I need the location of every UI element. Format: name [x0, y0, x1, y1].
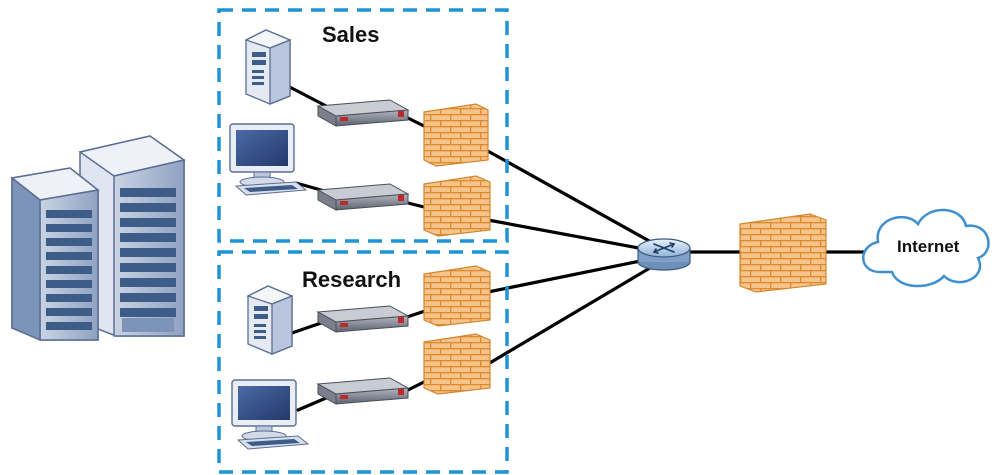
research-firewall-icon-2: [423, 333, 491, 395]
link-firewall1-router: [484, 148, 662, 249]
sales-zone-label: Sales: [322, 22, 380, 47]
research-desktop-workstation-icon: [231, 379, 310, 450]
sales-desktop-workstation-icon: [229, 123, 308, 196]
sales-security-gateway-icon-1: [316, 99, 410, 127]
research-firewall-icon-1: [423, 265, 491, 327]
sales-security-gateway-icon-2: [316, 183, 410, 211]
link-research-ws-gateway: [296, 396, 328, 412]
research-zone-border: [217, 250, 509, 474]
link-firewall2-router: [486, 218, 662, 254]
server-rack-icon: [10, 135, 186, 342]
cloud-icon: [862, 208, 990, 288]
research-tower-computer-icon: [246, 285, 294, 355]
sales-zone-border: [217, 8, 509, 243]
internet-label: Internet: [897, 237, 960, 256]
sales-tower-computer-icon: [244, 29, 292, 105]
research-zone-label: Research: [302, 267, 401, 292]
sales-firewall-icon-1: [423, 103, 489, 167]
main-firewall-icon: [739, 213, 827, 293]
link-firewall4-router: [486, 260, 662, 366]
research-security-gateway-icon-2: [316, 377, 410, 405]
sales-firewall-icon-2: [423, 175, 491, 237]
router-icon: [637, 238, 691, 271]
research-security-gateway-icon-1: [316, 305, 410, 333]
link-firewall3-router: [486, 255, 662, 294]
